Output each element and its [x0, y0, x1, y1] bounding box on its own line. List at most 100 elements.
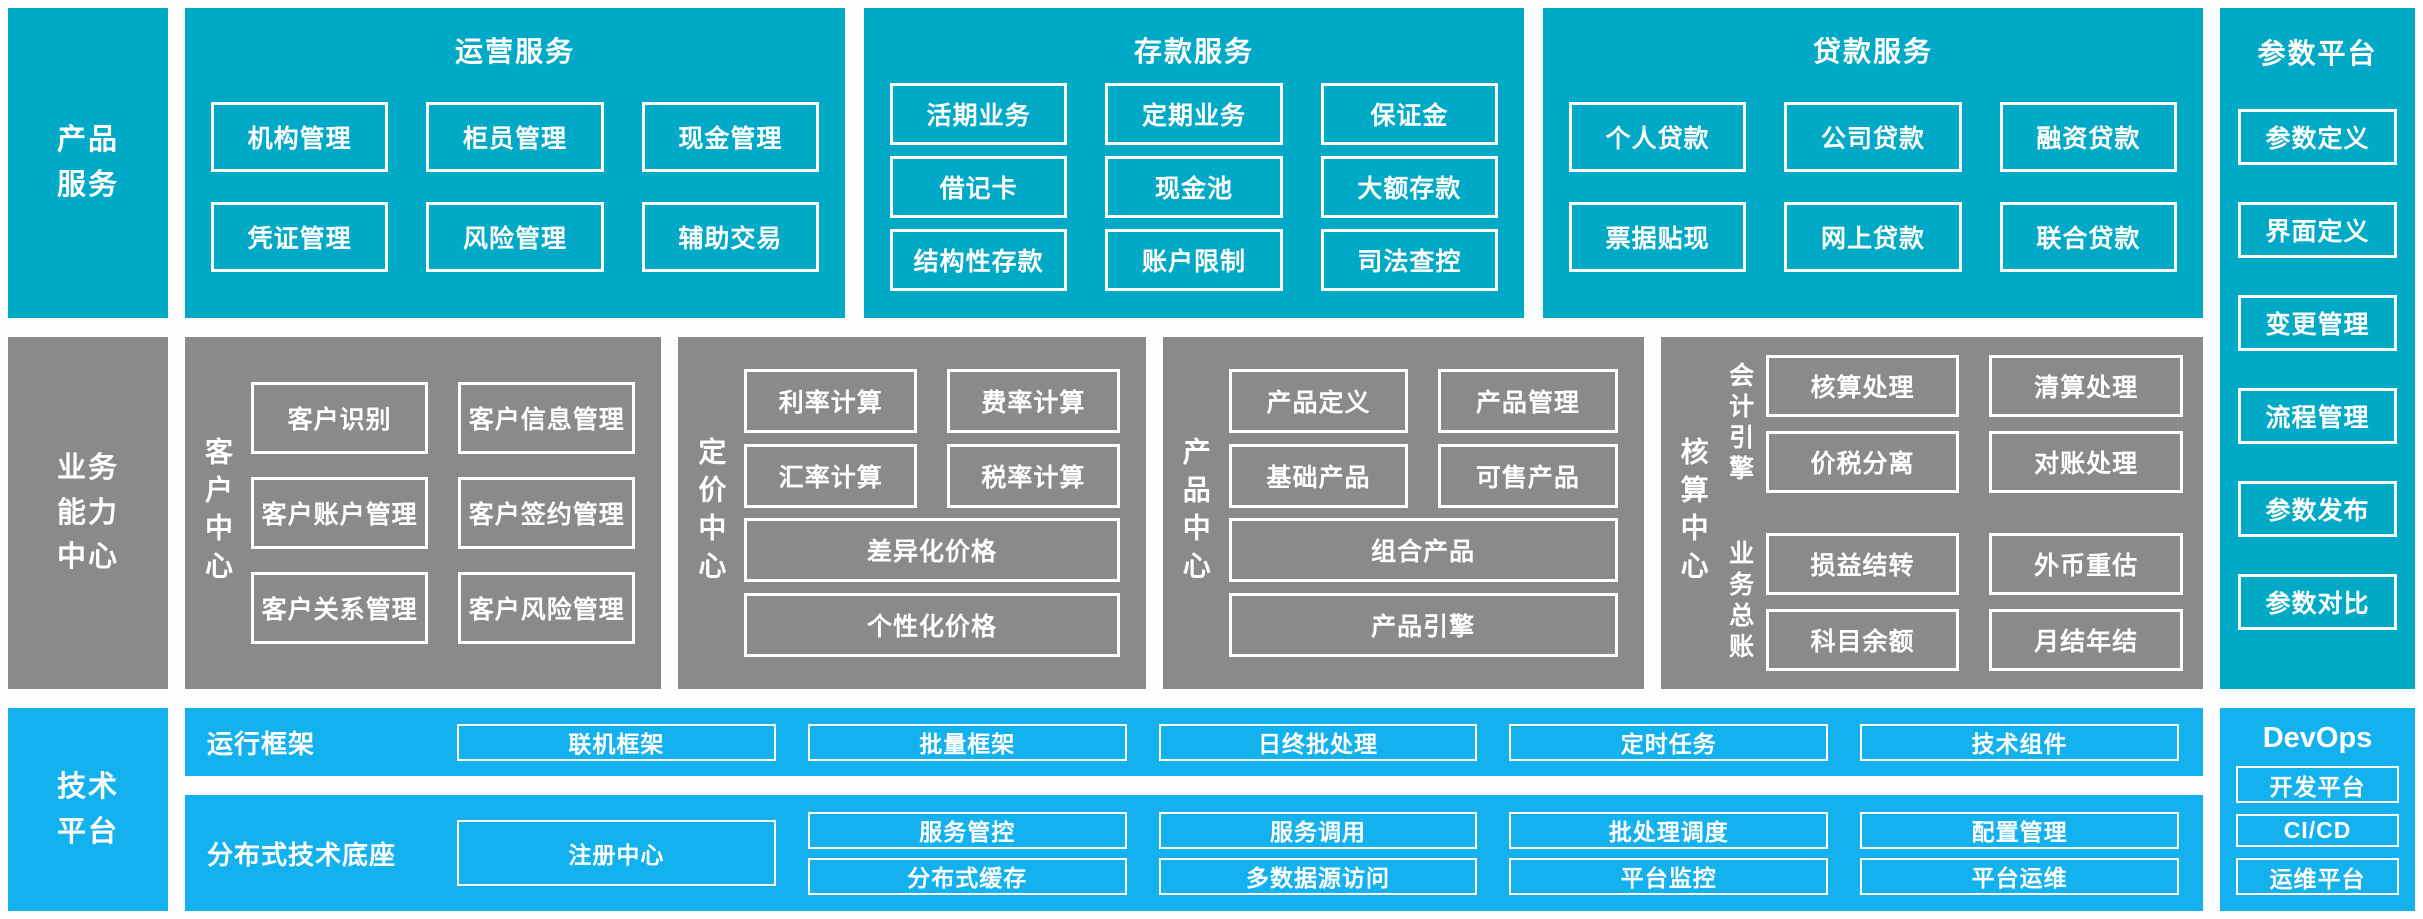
diagram-box-wide: 组合产品 [1228, 518, 1618, 583]
diagram-box: 多数据源访问 [1158, 857, 1478, 895]
diagram-box: 借记卡 [890, 156, 1068, 218]
diagram-box: 辅助交易 [641, 202, 819, 272]
diagram-box: 司法查控 [1320, 229, 1498, 291]
diagram-box: 结构性存款 [890, 229, 1068, 291]
diagram-box: 月结年结 [1989, 609, 2183, 671]
panel-side-label: 核算中心 [1677, 437, 1709, 589]
diagram-box: 基础产品 [1228, 443, 1409, 508]
panel-title: 运营服务 [454, 36, 575, 67]
diagram-box: 网上贷款 [1784, 202, 1962, 272]
diagram-box: 现金池 [1105, 156, 1283, 218]
diagram-box: 批量框架 [807, 723, 1127, 761]
diagram-box: 服务管控 [807, 811, 1127, 849]
rail-business-capability-center: 业务 能力 中心 [8, 337, 168, 689]
diagram-box: 产品管理 [1438, 369, 1618, 434]
diagram-box: 活期业务 [890, 83, 1068, 145]
diagram-box: 税率计算 [947, 443, 1120, 508]
rail-business-capability-label: 业务 能力 中心 [56, 451, 119, 574]
group-side-label: 会计引擎 [1725, 362, 1754, 486]
panel-customer-center: 客户中心 客户识别 客户信息管理 客户账户管理 客户签约管理 客户关系管理 客户… [185, 337, 662, 689]
diagram-box: 联合贷款 [1999, 202, 2177, 272]
diagram-box: 价税分离 [1765, 431, 1960, 493]
rail-product-services: 产品 服务 [8, 8, 168, 318]
bar-runtime-framework: 运行框架 联机框架 批量框架 日终批处理 定时任务 技术组件 [185, 708, 2203, 776]
diagram-box: 可售产品 [1438, 443, 1618, 508]
rail-tech-platform-label: 技术 平台 [56, 770, 119, 848]
diagram-box: 融资贷款 [1999, 102, 2177, 172]
bar-label: 运行框架 [207, 728, 316, 759]
diagram-box: 流程管理 [2238, 388, 2397, 444]
panel-deposit-services: 存款服务 活期业务 定期业务 保证金 借记卡 现金池 大额存款 结构性存款 账户… [864, 8, 1524, 318]
panel-grid: 利率计算 费率计算 汇率计算 税率计算 差异化价格 个性化价格 [744, 359, 1120, 667]
diagram-box: 批处理调度 [1509, 811, 1829, 849]
diagram-box: 变更管理 [2238, 295, 2397, 351]
diagram-box: 风险管理 [426, 202, 604, 272]
diagram-box: 产品定义 [1228, 369, 1409, 434]
panel-operation-services: 运营服务 机构管理 柜员管理 现金管理 凭证管理 风险管理 辅助交易 [185, 8, 845, 318]
panel-pricing-center: 定价中心 利率计算 费率计算 汇率计算 税率计算 差异化价格 个性化价格 [678, 337, 1146, 689]
group-accounting-engine: 会计引擎 核算处理 清算处理 价税分离 对账处理 [1725, 355, 2183, 493]
panel-grid: 损益结转 外币重估 科目余额 月结年结 [1765, 533, 2183, 671]
diagram-box: 平台监控 [1509, 857, 1829, 895]
panel-title: 存款服务 [1133, 36, 1254, 67]
product-services-row: 运营服务 机构管理 柜员管理 现金管理 凭证管理 风险管理 辅助交易 存款服务 … [185, 8, 2203, 318]
diagram-box: 凭证管理 [211, 202, 389, 272]
rail-product-services-label: 产品 服务 [56, 124, 119, 201]
diagram-box: 开发平台 [2236, 766, 2399, 803]
diagram-box: 运维平台 [2236, 858, 2399, 895]
diagram-box: 现金管理 [641, 102, 819, 172]
diagram-box: 客户账户管理 [251, 477, 429, 549]
group-side-label: 业务总账 [1725, 540, 1754, 664]
panel-product-center: 产品中心 产品定义 产品管理 基础产品 可售产品 组合产品 产品引擎 [1162, 337, 1644, 689]
diagram-box: 汇率计算 [744, 443, 918, 508]
diagram-box: 客户签约管理 [458, 477, 636, 549]
diagram-box: 客户风险管理 [458, 572, 636, 644]
diagram-box: 对账处理 [1989, 431, 2183, 493]
panel-title: 贷款服务 [1812, 36, 1933, 67]
panel-grid: 活期业务 定期业务 保证金 借记卡 现金池 大额存款 结构性存款 账户限制 司法… [890, 72, 1498, 302]
panel-grid: 客户识别 客户信息管理 客户账户管理 客户签约管理 客户关系管理 客户风险管理 [251, 359, 636, 667]
diagram-box: 日终批处理 [1158, 723, 1478, 761]
panel-grid: 个人贷款 公司贷款 融资贷款 票据贴现 网上贷款 联合贷款 [1569, 72, 2177, 302]
diagram-box: 联机框架 [457, 723, 776, 761]
diagram-box: 配置管理 [1860, 811, 2179, 849]
diagram-box: 注册中心 [457, 820, 776, 886]
diagram-box: 定期业务 [1105, 83, 1283, 145]
diagram-box: 定时任务 [1509, 723, 1829, 761]
diagram-box: 核算处理 [1765, 355, 1960, 417]
diagram-box: 账户限制 [1105, 229, 1283, 291]
diagram-box: 外币重估 [1989, 533, 2183, 595]
panel-side-label: 定价中心 [695, 437, 727, 589]
diagram-box: 客户关系管理 [251, 572, 429, 644]
diagram-box: 公司贷款 [1784, 102, 1962, 172]
diagram-box: 票据贴现 [1569, 202, 1747, 272]
diagram-box: 参数对比 [2238, 574, 2397, 630]
diagram-box: 机构管理 [211, 102, 389, 172]
diagram-box: 科目余额 [1765, 609, 1960, 671]
panel-grid: 机构管理 柜员管理 现金管理 凭证管理 风险管理 辅助交易 [211, 72, 819, 302]
panel-grid: 产品定义 产品管理 基础产品 可售产品 组合产品 产品引擎 [1228, 359, 1618, 667]
diagram-box: 利率计算 [744, 369, 918, 434]
panel-title: DevOps [2262, 722, 2373, 754]
diagram-box: 分布式缓存 [807, 857, 1127, 895]
panel-title: 参数平台 [2257, 38, 2378, 69]
diagram-box: 保证金 [1320, 83, 1498, 145]
panel-accounting-center: 核算中心 会计引擎 核算处理 清算处理 价税分离 对账处理 业务总账 损益结转 … [1660, 337, 2203, 689]
diagram-box: 参数定义 [2238, 109, 2397, 165]
group-business-ledger: 业务总账 损益结转 外币重估 科目余额 月结年结 [1725, 533, 2183, 671]
bar-distributed-base: 分布式技术底座 注册中心 服务管控 分布式缓存 服务调用 多数据源访问 批处理调… [185, 795, 2203, 911]
bar-columns: 联机框架 批量框架 日终批处理 定时任务 技术组件 [457, 723, 2179, 761]
diagram-box: 技术组件 [1860, 723, 2179, 761]
diagram-box-wide: 产品引擎 [1228, 592, 1618, 657]
diagram-box: 损益结转 [1765, 533, 1960, 595]
diagram-box: 界面定义 [2238, 202, 2397, 258]
panel-parameter-platform: 参数平台 参数定义 界面定义 变更管理 流程管理 参数发布 参数对比 [2220, 8, 2415, 689]
panel-grid: 核算处理 清算处理 价税分离 对账处理 [1765, 355, 2183, 493]
diagram-box-wide: 个性化价格 [744, 592, 1120, 657]
bar-label: 分布式技术底座 [207, 839, 397, 870]
diagram-box: 清算处理 [1989, 355, 2183, 417]
diagram-box: 服务调用 [1158, 811, 1478, 849]
diagram-box-wide: 差异化价格 [744, 518, 1120, 583]
panel-side-label: 产品中心 [1179, 437, 1211, 589]
